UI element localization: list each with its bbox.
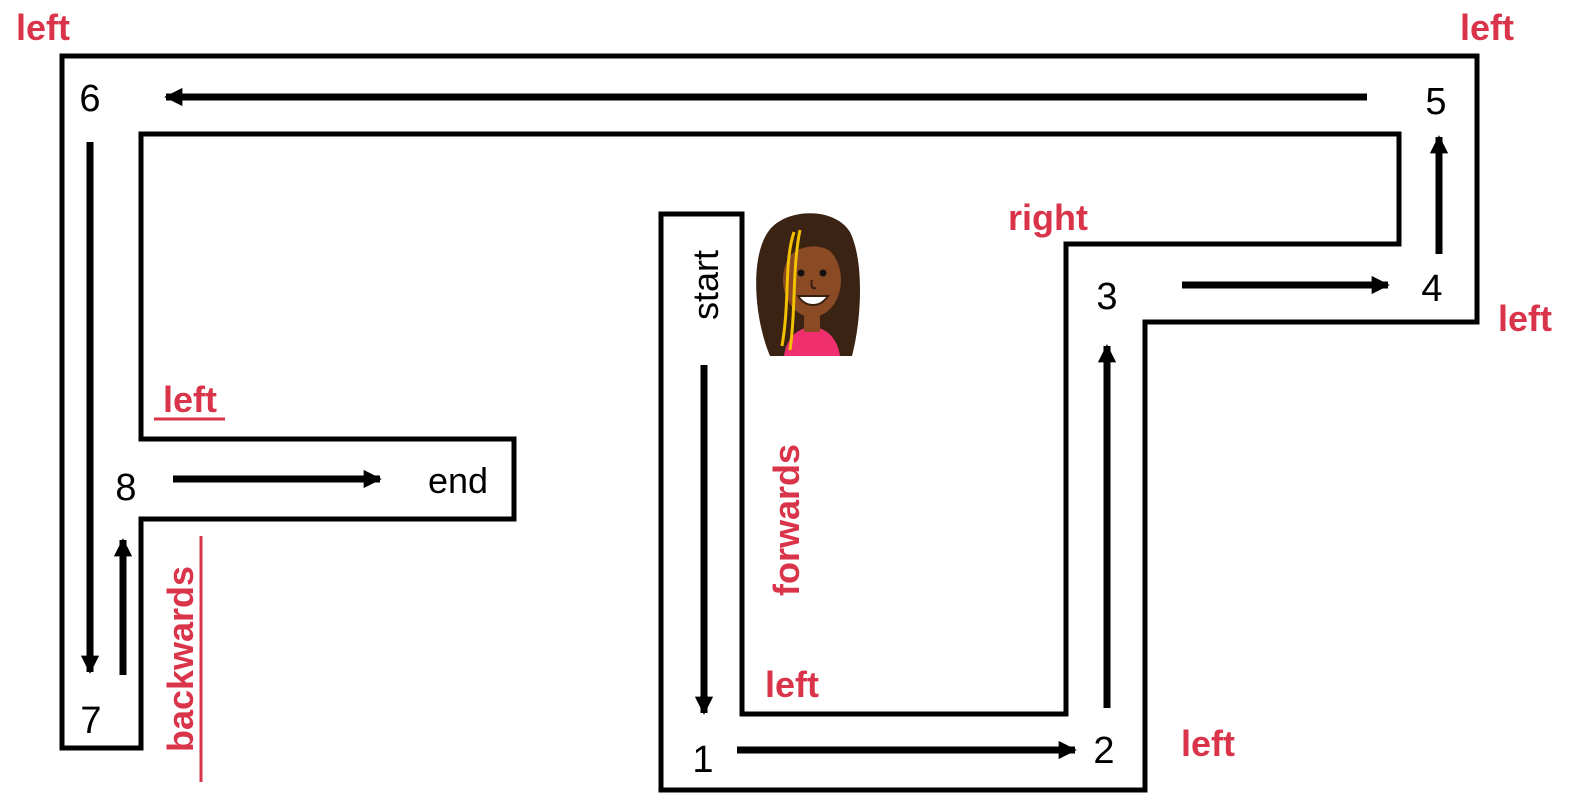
direction-left-at-6: left	[16, 7, 70, 48]
step-1: 1	[692, 739, 713, 781]
avatar-neck	[804, 312, 820, 332]
direction-left-before-end: left	[163, 379, 217, 420]
step-7: 7	[80, 700, 101, 742]
girl-avatar-icon	[756, 213, 860, 356]
direction-labels: forwards backwards right left left left …	[16, 7, 1552, 782]
step-4: 4	[1421, 268, 1442, 310]
step-6: 6	[79, 78, 100, 120]
direction-left-at-4: left	[1498, 298, 1552, 339]
avatar-fringe	[782, 225, 843, 268]
avatar-shirt	[784, 328, 840, 356]
avatar-nose	[810, 279, 817, 290]
step-8: 8	[115, 467, 136, 509]
direction-backwards: backwards	[160, 566, 201, 752]
step-2: 2	[1093, 730, 1114, 772]
track-walls	[59, 53, 1480, 793]
start-label: start	[685, 250, 726, 320]
avatar-smile	[796, 295, 830, 306]
step-labels: start end 1 2 3 4 5 6 7 8	[79, 78, 1446, 781]
direction-left-after-start: left	[765, 664, 819, 705]
direction-left-at-2: left	[1181, 723, 1235, 764]
direction-right: right	[1008, 197, 1088, 238]
end-label: end	[428, 460, 488, 501]
step-5: 5	[1425, 81, 1446, 123]
direction-left-at-5: left	[1460, 7, 1514, 48]
avatar-highlight-strands	[780, 229, 802, 351]
path-arrows	[80, 87, 1449, 760]
step-3: 3	[1096, 276, 1117, 318]
direction-forwards: forwards	[766, 444, 807, 596]
avatar-eye-left	[797, 269, 805, 277]
avatar-eye-right	[819, 269, 827, 277]
outer-wall	[59, 53, 1480, 793]
